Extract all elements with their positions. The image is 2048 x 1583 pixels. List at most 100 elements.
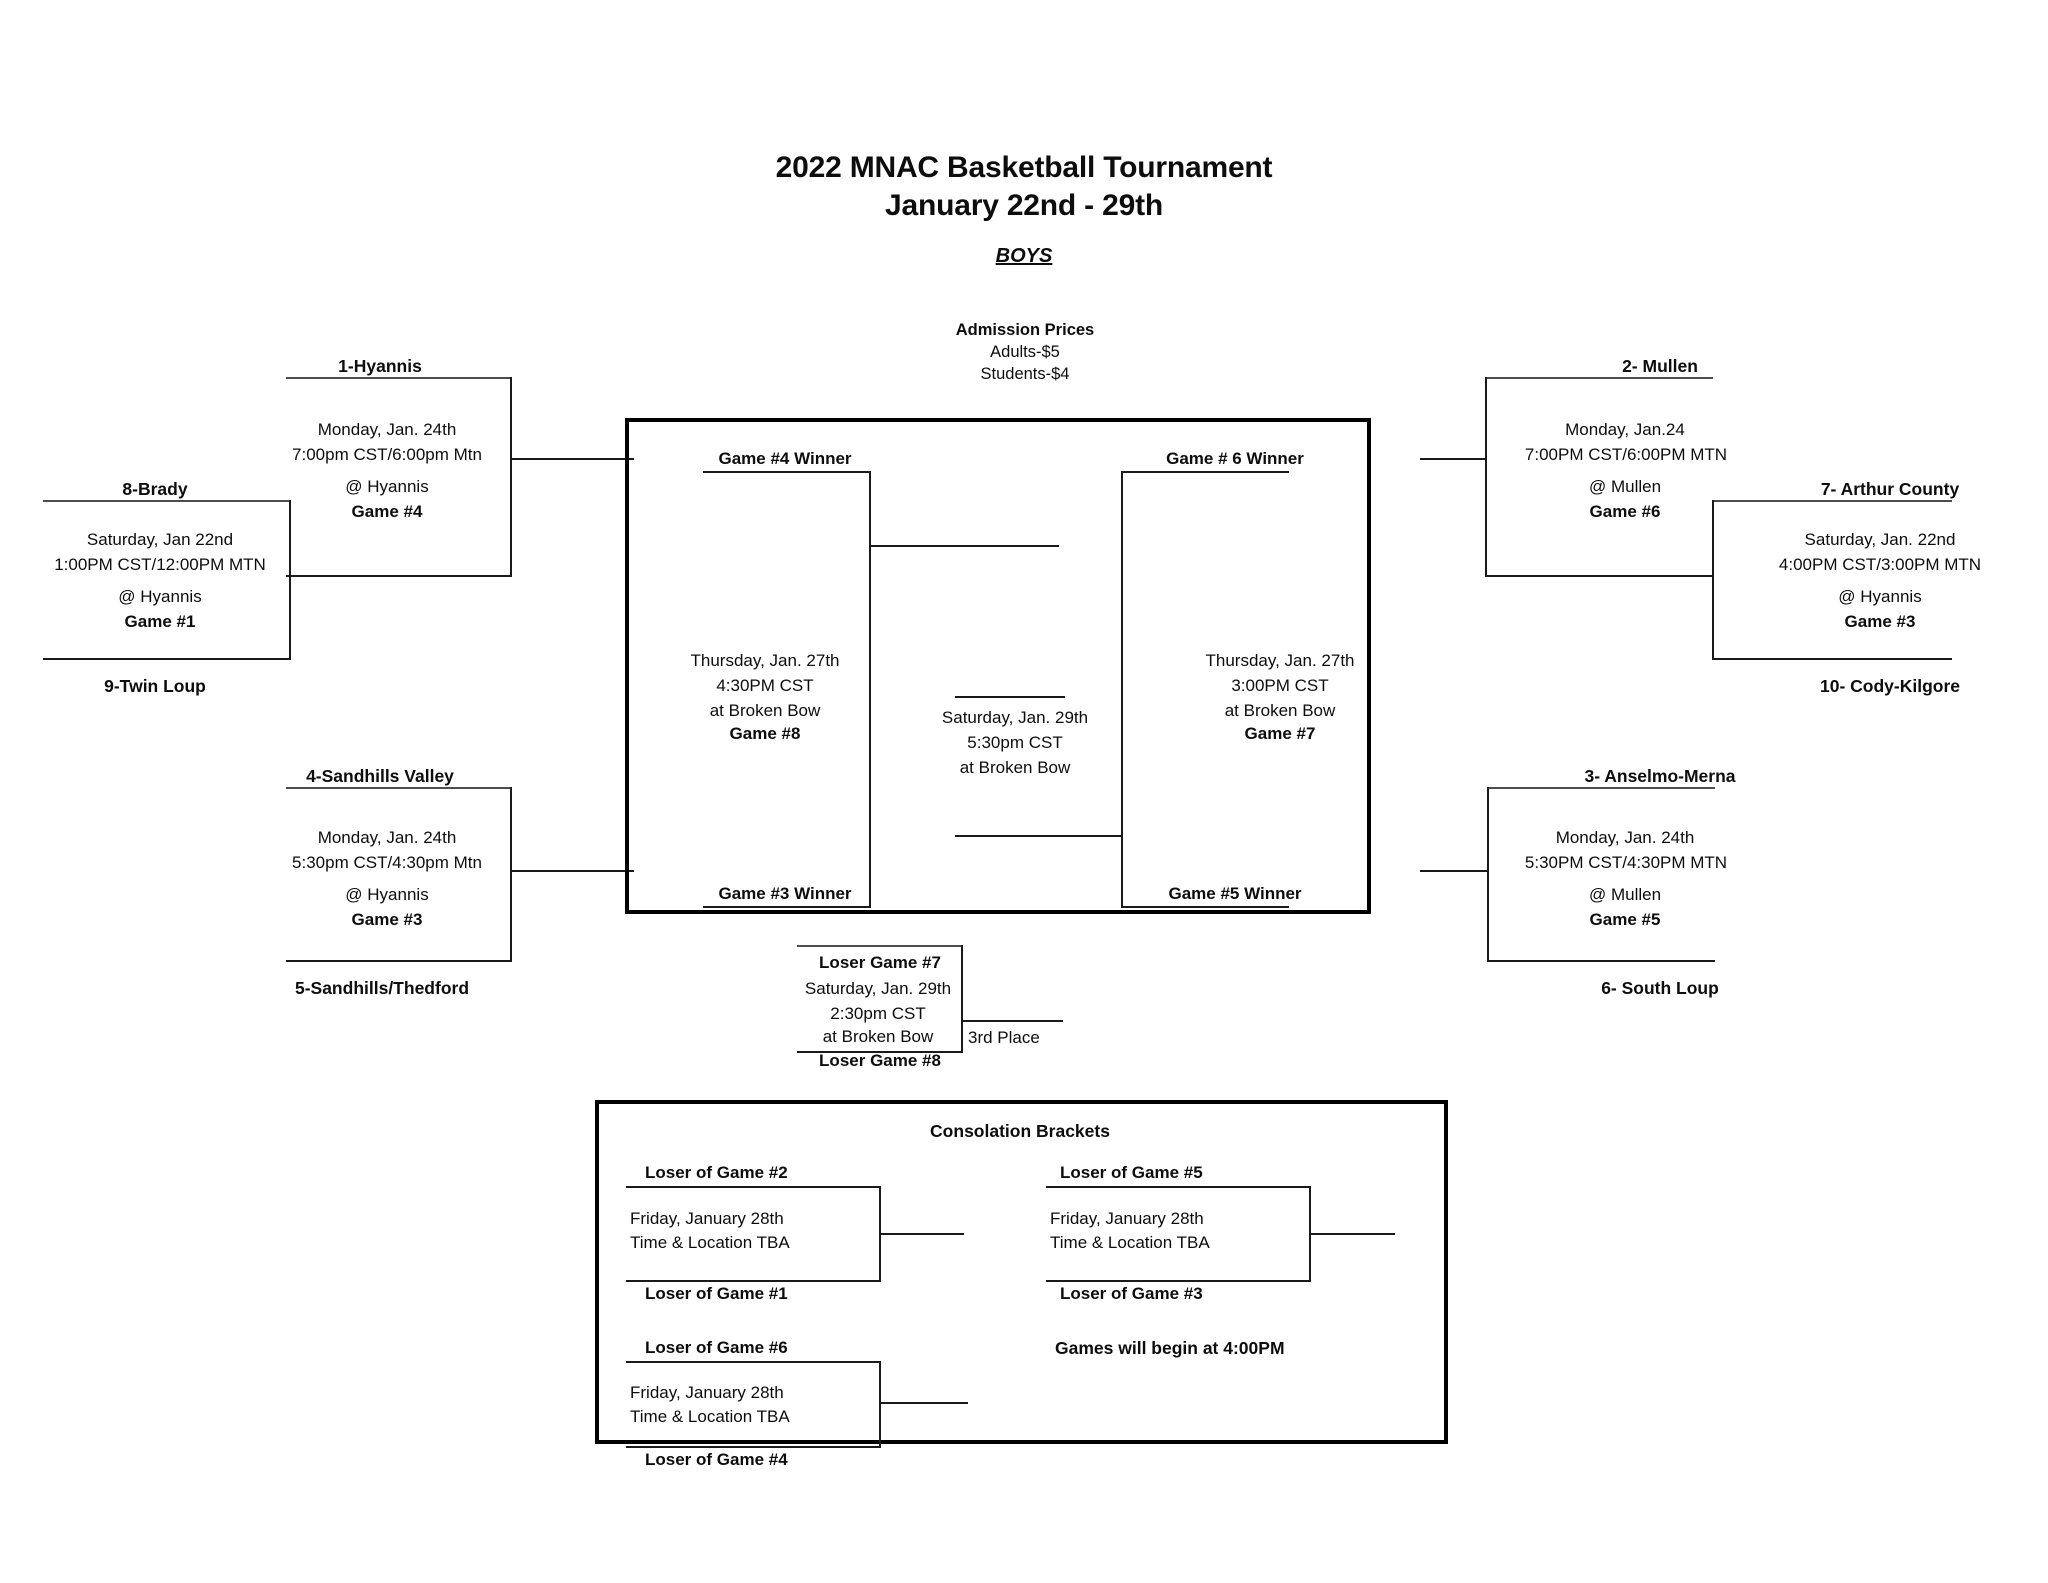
- bracket-line-game3-top: [286, 787, 512, 789]
- consolation-match-3-bottom-slot: Loser of Game #4: [645, 1450, 788, 1469]
- consolation-match-3-line-top: [626, 1361, 881, 1363]
- championship-time: 5:30pm CST: [967, 733, 1063, 752]
- admission-adults: Adults-$5: [990, 343, 1060, 361]
- game4-date: Monday, Jan. 24th: [317, 420, 457, 439]
- bracket-line-game5-left: [1487, 787, 1489, 962]
- team-label-10-cody-kilgore: 10- Cody-Kilgore: [1819, 676, 1961, 696]
- game7-time: 3:00PM CST: [1231, 676, 1329, 695]
- bracket-line-game5-bottom: [1487, 960, 1715, 962]
- admission-heading: Admission Prices: [955, 321, 1095, 339]
- game1-date: Saturday, Jan 22nd: [86, 530, 234, 549]
- advance-line-game3: [510, 870, 634, 872]
- consolation-match-3-advance-line: [879, 1402, 968, 1404]
- team-label-7-arthur-county: 7- Arthur County: [1820, 479, 1960, 499]
- third-place-time: 2:30pm CST: [830, 1004, 926, 1023]
- third-place-result-line: [961, 1020, 1063, 1022]
- team-label-1-hyannis: 1-Hyannis: [338, 356, 422, 376]
- game7-top-slot: Game # 6 Winner: [1166, 449, 1304, 468]
- bracket-line-game8-top: [703, 471, 871, 473]
- bracket-line-game1-bottom: [43, 658, 291, 660]
- advance-line-game1: [289, 575, 511, 577]
- game8-number: Game #8: [729, 724, 801, 743]
- bracket-line-game1-top: [43, 500, 291, 502]
- bracket-line-game3b-bottom: [1712, 658, 1952, 660]
- game6-date: Monday, Jan.24: [1565, 420, 1685, 439]
- third-place-line-right: [961, 945, 963, 1053]
- bracket-line-game5-top: [1487, 787, 1715, 789]
- consolation-match-2-line-top: [1046, 1186, 1311, 1188]
- game3-number: Game #3: [351, 910, 423, 929]
- third-place-line-bottom: [797, 1051, 963, 1053]
- game8-bottom-slot: Game #3 Winner: [718, 884, 852, 903]
- game3b-number: Game #3: [1844, 612, 1916, 631]
- third-place-venue: at Broken Bow: [822, 1027, 934, 1046]
- game1-venue: @ Hyannis: [118, 587, 202, 606]
- bracket-line-game7-top: [1121, 471, 1289, 473]
- consolation-match-1-top-slot: Loser of Game #2: [645, 1163, 788, 1182]
- team-label-8-brady: 8-Brady: [122, 479, 188, 499]
- champ-line-top: [869, 545, 1059, 547]
- bracket-line-game7-bottom: [1121, 906, 1289, 908]
- game5-time: 5:30PM CST/4:30PM MTN: [1524, 853, 1728, 872]
- game3b-time: 4:00PM CST/3:00PM MTN: [1778, 555, 1982, 574]
- consolation-match-3-line-bottom: [626, 1446, 881, 1448]
- game4-time: 7:00pm CST/6:00pm Mtn: [292, 445, 482, 464]
- game8-venue: at Broken Bow: [709, 701, 821, 720]
- consolation-match-2-location: Time & Location TBA: [1050, 1233, 1210, 1252]
- championship-venue: at Broken Bow: [959, 758, 1071, 777]
- consolation-match-3-date: Friday, January 28th: [630, 1383, 784, 1402]
- third-place-top-slot: Loser Game #7: [819, 953, 941, 972]
- bracket-line-game3-right: [510, 787, 512, 962]
- consolation-match-2-line-bottom: [1046, 1280, 1311, 1282]
- consolation-box: [595, 1100, 1448, 1444]
- game6-time: 7:00PM CST/6:00PM MTN: [1524, 445, 1728, 464]
- game8-time: 4:30PM CST: [716, 676, 814, 695]
- game8-date: Thursday, Jan. 27th: [690, 651, 840, 670]
- consolation-match-2-advance-line: [1309, 1233, 1395, 1235]
- game3-venue: @ Hyannis: [345, 885, 429, 904]
- consolation-match-3-line-right: [879, 1361, 881, 1448]
- championship-box: [625, 418, 1371, 914]
- consolation-match-1-location: Time & Location TBA: [630, 1233, 790, 1252]
- game7-number: Game #7: [1244, 724, 1316, 743]
- consolation-match-1-advance-line: [879, 1233, 964, 1235]
- bracket-line-game3-bottom: [286, 960, 512, 962]
- consolation-match-1-date: Friday, January 28th: [630, 1209, 784, 1228]
- game7-venue: at Broken Bow: [1224, 701, 1336, 720]
- page-title-line1: 2022 MNAC Basketball Tournament: [775, 151, 1273, 184]
- bracket-line-game4-top: [286, 377, 512, 379]
- third-place-date: Saturday, Jan. 29th: [804, 979, 952, 998]
- bracket-line-game6-top: [1485, 377, 1713, 379]
- champ-line-underscore: [955, 696, 1065, 698]
- consolation-start-note: Games will begin at 4:00PM: [1055, 1338, 1285, 1358]
- game5-number: Game #5: [1589, 910, 1661, 929]
- game3-date: Monday, Jan. 24th: [317, 828, 457, 847]
- game5-venue: @ Mullen: [1588, 885, 1662, 904]
- team-label-3-anselmo-merna: 3- Anselmo-Merna: [1584, 766, 1736, 786]
- consolation-match-3-top-slot: Loser of Game #6: [645, 1338, 788, 1357]
- game3-time: 5:30pm CST/4:30pm Mtn: [292, 853, 482, 872]
- team-label-4-sandhills-valley: 4-Sandhills Valley: [306, 766, 454, 786]
- game4-number: Game #4: [351, 502, 423, 521]
- game1-time: 1:00PM CST/12:00PM MTN: [54, 555, 266, 574]
- game3b-date: Saturday, Jan. 22nd: [1804, 530, 1956, 549]
- game7-bottom-slot: Game #5 Winner: [1168, 884, 1302, 903]
- championship-date: Saturday, Jan. 29th: [941, 708, 1089, 727]
- consolation-title: Consolation Brackets: [930, 1121, 1110, 1141]
- team-label-5-sandhills-thedford: 5-Sandhills/Thedford: [294, 978, 470, 998]
- third-place-bottom-slot: Loser Game #8: [819, 1051, 941, 1070]
- consolation-match-1-bottom-slot: Loser of Game #1: [645, 1284, 788, 1303]
- consolation-match-2-top-slot: Loser of Game #5: [1060, 1163, 1203, 1182]
- game8-top-slot: Game #4 Winner: [718, 449, 852, 468]
- game3b-venue: @ Hyannis: [1838, 587, 1922, 606]
- bracket-line-game4-right: [510, 377, 512, 577]
- team-label-6-south-loup: 6- South Loup: [1601, 978, 1719, 998]
- admission-students: Students-$4: [980, 365, 1070, 383]
- champ-line-bottom: [955, 835, 1121, 837]
- third-place-result-label: 3rd Place: [968, 1028, 1040, 1047]
- division-label: BOYS: [995, 245, 1053, 267]
- bracket-line-game7-left: [1121, 471, 1123, 908]
- consolation-match-2-date: Friday, January 28th: [1050, 1209, 1204, 1228]
- game7-date: Thursday, Jan. 27th: [1205, 651, 1355, 670]
